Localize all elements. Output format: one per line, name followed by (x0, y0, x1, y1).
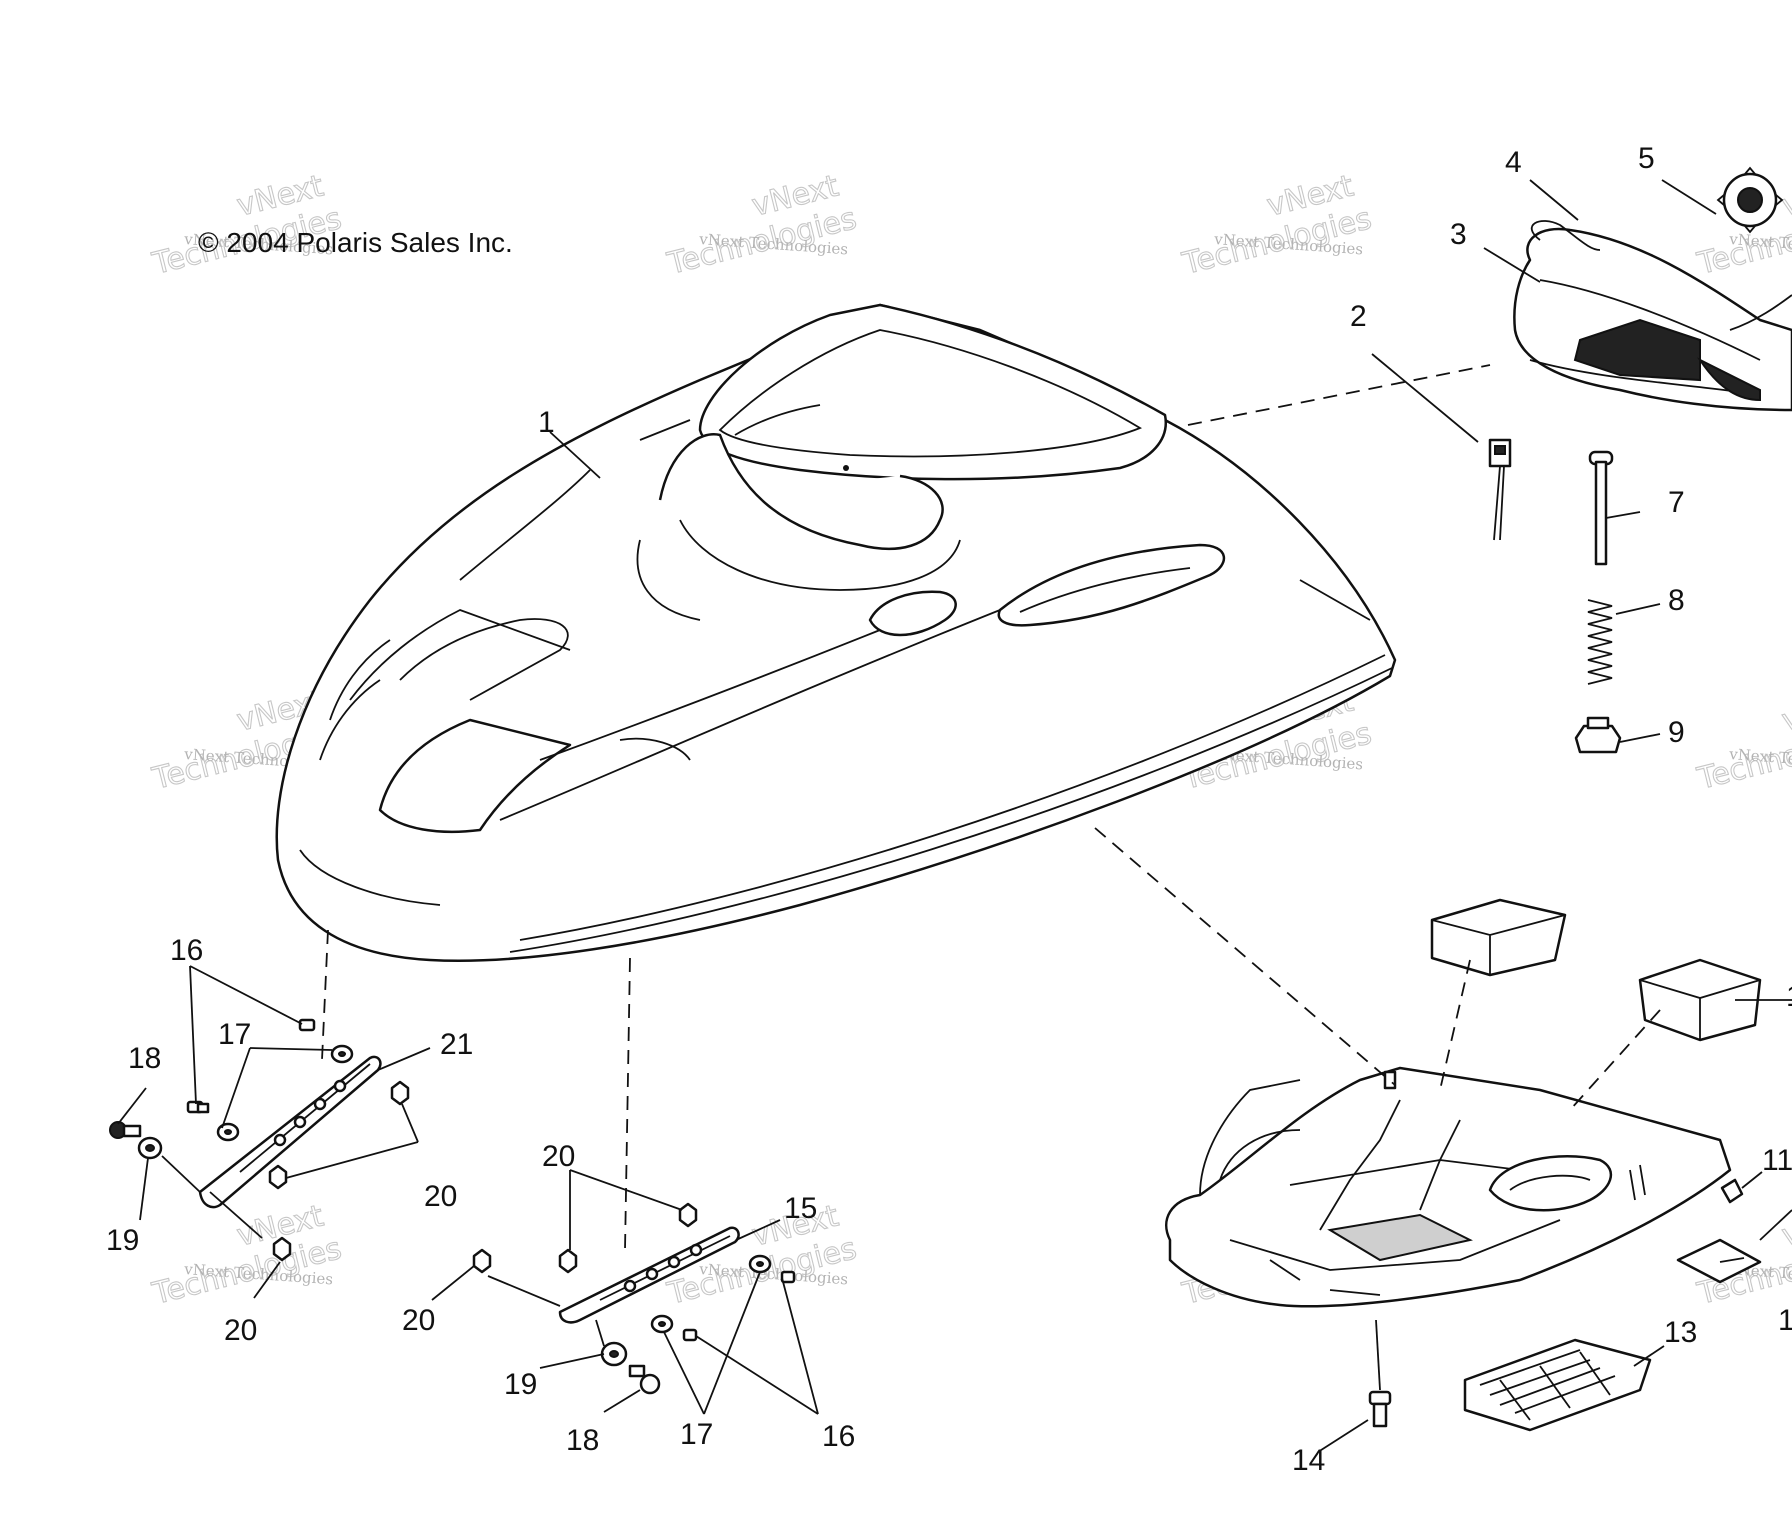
coil-spring-part-8 (1587, 599, 1613, 685)
bracket-part-15 (558, 1226, 740, 1324)
callout-16-left: 16 (170, 934, 203, 967)
callout-19-left: 19 (106, 1224, 139, 1257)
callout-8: 8 (1668, 584, 1685, 617)
copyright-text: © 2004 Polaris Sales Inc. (198, 227, 513, 258)
callout-7: 7 (1668, 486, 1685, 519)
callout-20-left-a: 20 (424, 1180, 457, 1213)
callout-20-right-a: 20 (542, 1140, 575, 1173)
watermark-text: vNext (1778, 169, 1792, 224)
callout-numbers: 1 2 3 4 5 7 8 9 11 13 14 15 16 16 17 17 … (106, 142, 1792, 1477)
hood-part-1 (275, 303, 1397, 963)
callout-20-right-b: 20 (402, 1304, 435, 1337)
callout-11: 11 (1762, 1144, 1792, 1177)
callout-9: 9 (1668, 716, 1685, 749)
grille-part-13 (1463, 1338, 1652, 1432)
knob-part-9 (1574, 716, 1622, 754)
watermark-text: vNext (1778, 1199, 1792, 1254)
callout-cut-top: 1 (1786, 980, 1792, 1013)
clip-part-11 (1720, 1178, 1744, 1204)
watermark-text: vNext (1778, 684, 1792, 739)
callout-17-right: 17 (680, 1418, 713, 1451)
pin-part-7 (1588, 450, 1614, 566)
connector-part-2 (1488, 438, 1512, 541)
pad-part-cut (1676, 1238, 1762, 1284)
callout-18-left: 18 (128, 1042, 161, 1075)
hardware-right (472, 1202, 796, 1395)
assembly-lines (321, 364, 1661, 1251)
gauge-housing-part-3 (1513, 227, 1792, 412)
watermark-text: Technologies (1693, 716, 1792, 797)
callout-cut-bottom: 1 (1778, 1304, 1792, 1337)
knob-part-5 (1716, 166, 1784, 234)
callout-4: 4 (1505, 146, 1522, 179)
callout-13: 13 (1664, 1316, 1697, 1349)
callout-20-left-b: 20 (224, 1314, 257, 1347)
bracket-part-21 (198, 1055, 382, 1209)
leader-lines (117, 179, 1792, 1453)
spring-part-4 (1530, 220, 1601, 251)
callout-18-right: 18 (566, 1424, 599, 1457)
callout-19-right: 19 (504, 1368, 537, 1401)
callout-3: 3 (1450, 218, 1467, 251)
callout-16-right: 16 (822, 1420, 855, 1453)
foam-block-lower (1638, 958, 1762, 1042)
callout-2: 2 (1350, 300, 1367, 333)
callout-17-left: 17 (218, 1018, 251, 1051)
callout-14: 14 (1292, 1444, 1325, 1477)
callout-15: 15 (784, 1192, 817, 1225)
bolt-part-14 (1368, 1390, 1392, 1428)
callout-1: 1 (538, 406, 555, 439)
callout-21: 21 (440, 1028, 473, 1061)
hardware-left (109, 1018, 410, 1262)
callout-5: 5 (1638, 142, 1655, 175)
foam-block-upper (1430, 898, 1567, 977)
belly-pan-tray (1165, 1066, 1732, 1308)
